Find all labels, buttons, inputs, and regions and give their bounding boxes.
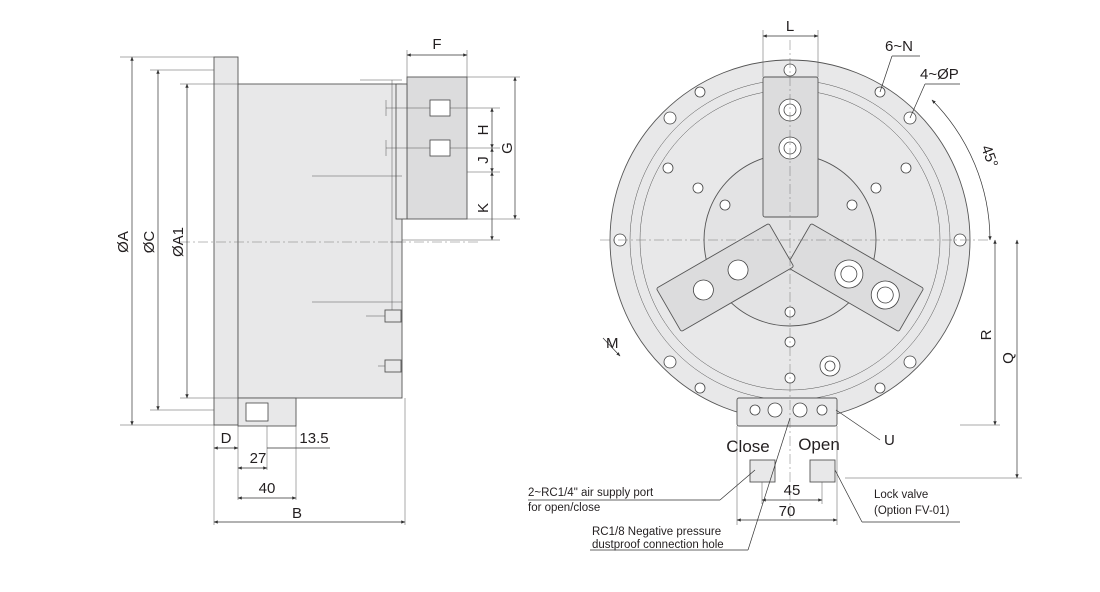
dim-Q: Q xyxy=(1000,352,1017,364)
callout-air-port-line2: for open/close xyxy=(528,502,600,514)
callout-negative-line2: dustproof connection hole xyxy=(592,539,724,551)
dim-K: K xyxy=(475,203,492,213)
label-open: Open xyxy=(798,435,840,454)
dim-dA1: ØA1 xyxy=(170,227,187,257)
label-close: Close xyxy=(726,437,769,456)
dim-dA: ØA xyxy=(115,231,132,253)
dim-40: 40 xyxy=(259,480,276,497)
dim-dC: ØC xyxy=(141,231,158,254)
callouts: 2~RC1/4" air supply port for open/close … xyxy=(528,417,960,551)
label-6-N: 6~N xyxy=(885,38,913,55)
callout-negative-line1: RC1/8 Negative pressure xyxy=(592,526,721,538)
dim-D: D xyxy=(221,430,232,447)
dim-F: F xyxy=(432,36,441,53)
dim-70: 70 xyxy=(779,503,796,520)
callout-air-port-line1: 2~RC1/4" air supply port xyxy=(528,487,654,499)
dim-H: H xyxy=(475,125,492,136)
dim-45: 45 xyxy=(784,482,801,499)
dim-27: 27 xyxy=(250,450,267,467)
side-view: ØA ØC ØA1 F H J K G D xyxy=(115,36,520,525)
callout-lock-line1: Lock valve xyxy=(874,489,928,501)
front-view: L 6~N 4~ØP 45° R Q M U Close Open 45 xyxy=(600,18,1022,525)
dim-G: G xyxy=(499,142,516,154)
label-U: U xyxy=(884,432,895,449)
port-block xyxy=(736,397,838,427)
dim-J: J xyxy=(475,156,492,164)
dim-L: L xyxy=(786,18,794,35)
side-flange xyxy=(213,56,239,426)
dim-B: B xyxy=(292,505,302,522)
callout-lock-line2: (Option FV-01) xyxy=(874,505,950,517)
label-4-P: 4~ØP xyxy=(920,66,959,83)
dim-M: M xyxy=(606,335,619,352)
dim-13-5: 13.5 xyxy=(299,430,328,447)
dim-R: R xyxy=(978,329,995,340)
jaw-left xyxy=(656,223,794,332)
dim-angle-45: 45° xyxy=(977,143,1001,170)
side-body xyxy=(237,83,403,399)
